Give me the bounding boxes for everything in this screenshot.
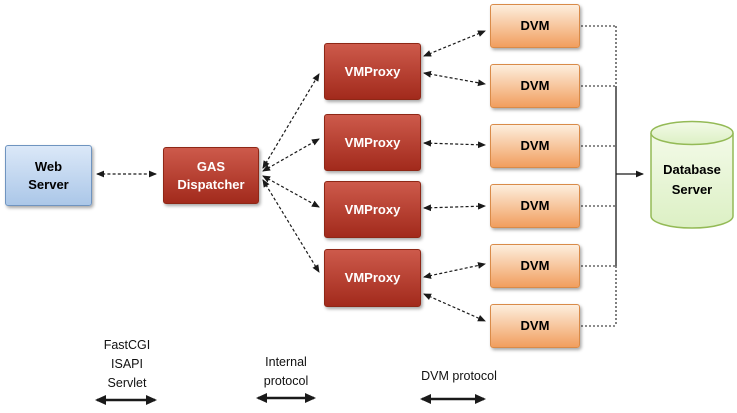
web-server-node[interactable]: Web Server	[5, 145, 92, 206]
gas-dispatcher-node[interactable]: GAS Dispatcher	[163, 147, 259, 204]
vmproxy-node-1[interactable]: VMProxy	[324, 43, 421, 100]
vmproxy-node-4[interactable]: VMProxy	[324, 249, 421, 307]
connectors-vmproxies-to-dvms	[423, 30, 486, 322]
vmproxy-node-2[interactable]: VMProxy	[324, 114, 421, 171]
dvm-node-4[interactable]: DVM	[490, 184, 580, 228]
connectors-dvms-to-collector	[581, 25, 617, 327]
web-gas-protocol-label: FastCGI ISAPI Servlet	[103, 338, 151, 390]
dvm-node-6[interactable]: DVM	[490, 304, 580, 348]
protocol-range-arrows	[95, 393, 486, 405]
database-server-node[interactable]: Database Server	[648, 116, 736, 236]
vmproxy-node-3[interactable]: VMProxy	[324, 181, 421, 238]
database-cylinder-shape	[650, 120, 734, 229]
database-server-label: Database Server	[663, 162, 721, 198]
dvm-node-3[interactable]: DVM	[490, 124, 580, 168]
dvm-protocol-label: DVM protocol	[421, 369, 497, 383]
dvm-node-2[interactable]: DVM	[490, 64, 580, 108]
dvm-node-5[interactable]: DVM	[490, 244, 580, 288]
connectors-gas-to-vmproxies	[262, 73, 320, 273]
dvm-node-1[interactable]: DVM	[490, 4, 580, 48]
internal-protocol-label: Internal protocol	[263, 355, 309, 388]
